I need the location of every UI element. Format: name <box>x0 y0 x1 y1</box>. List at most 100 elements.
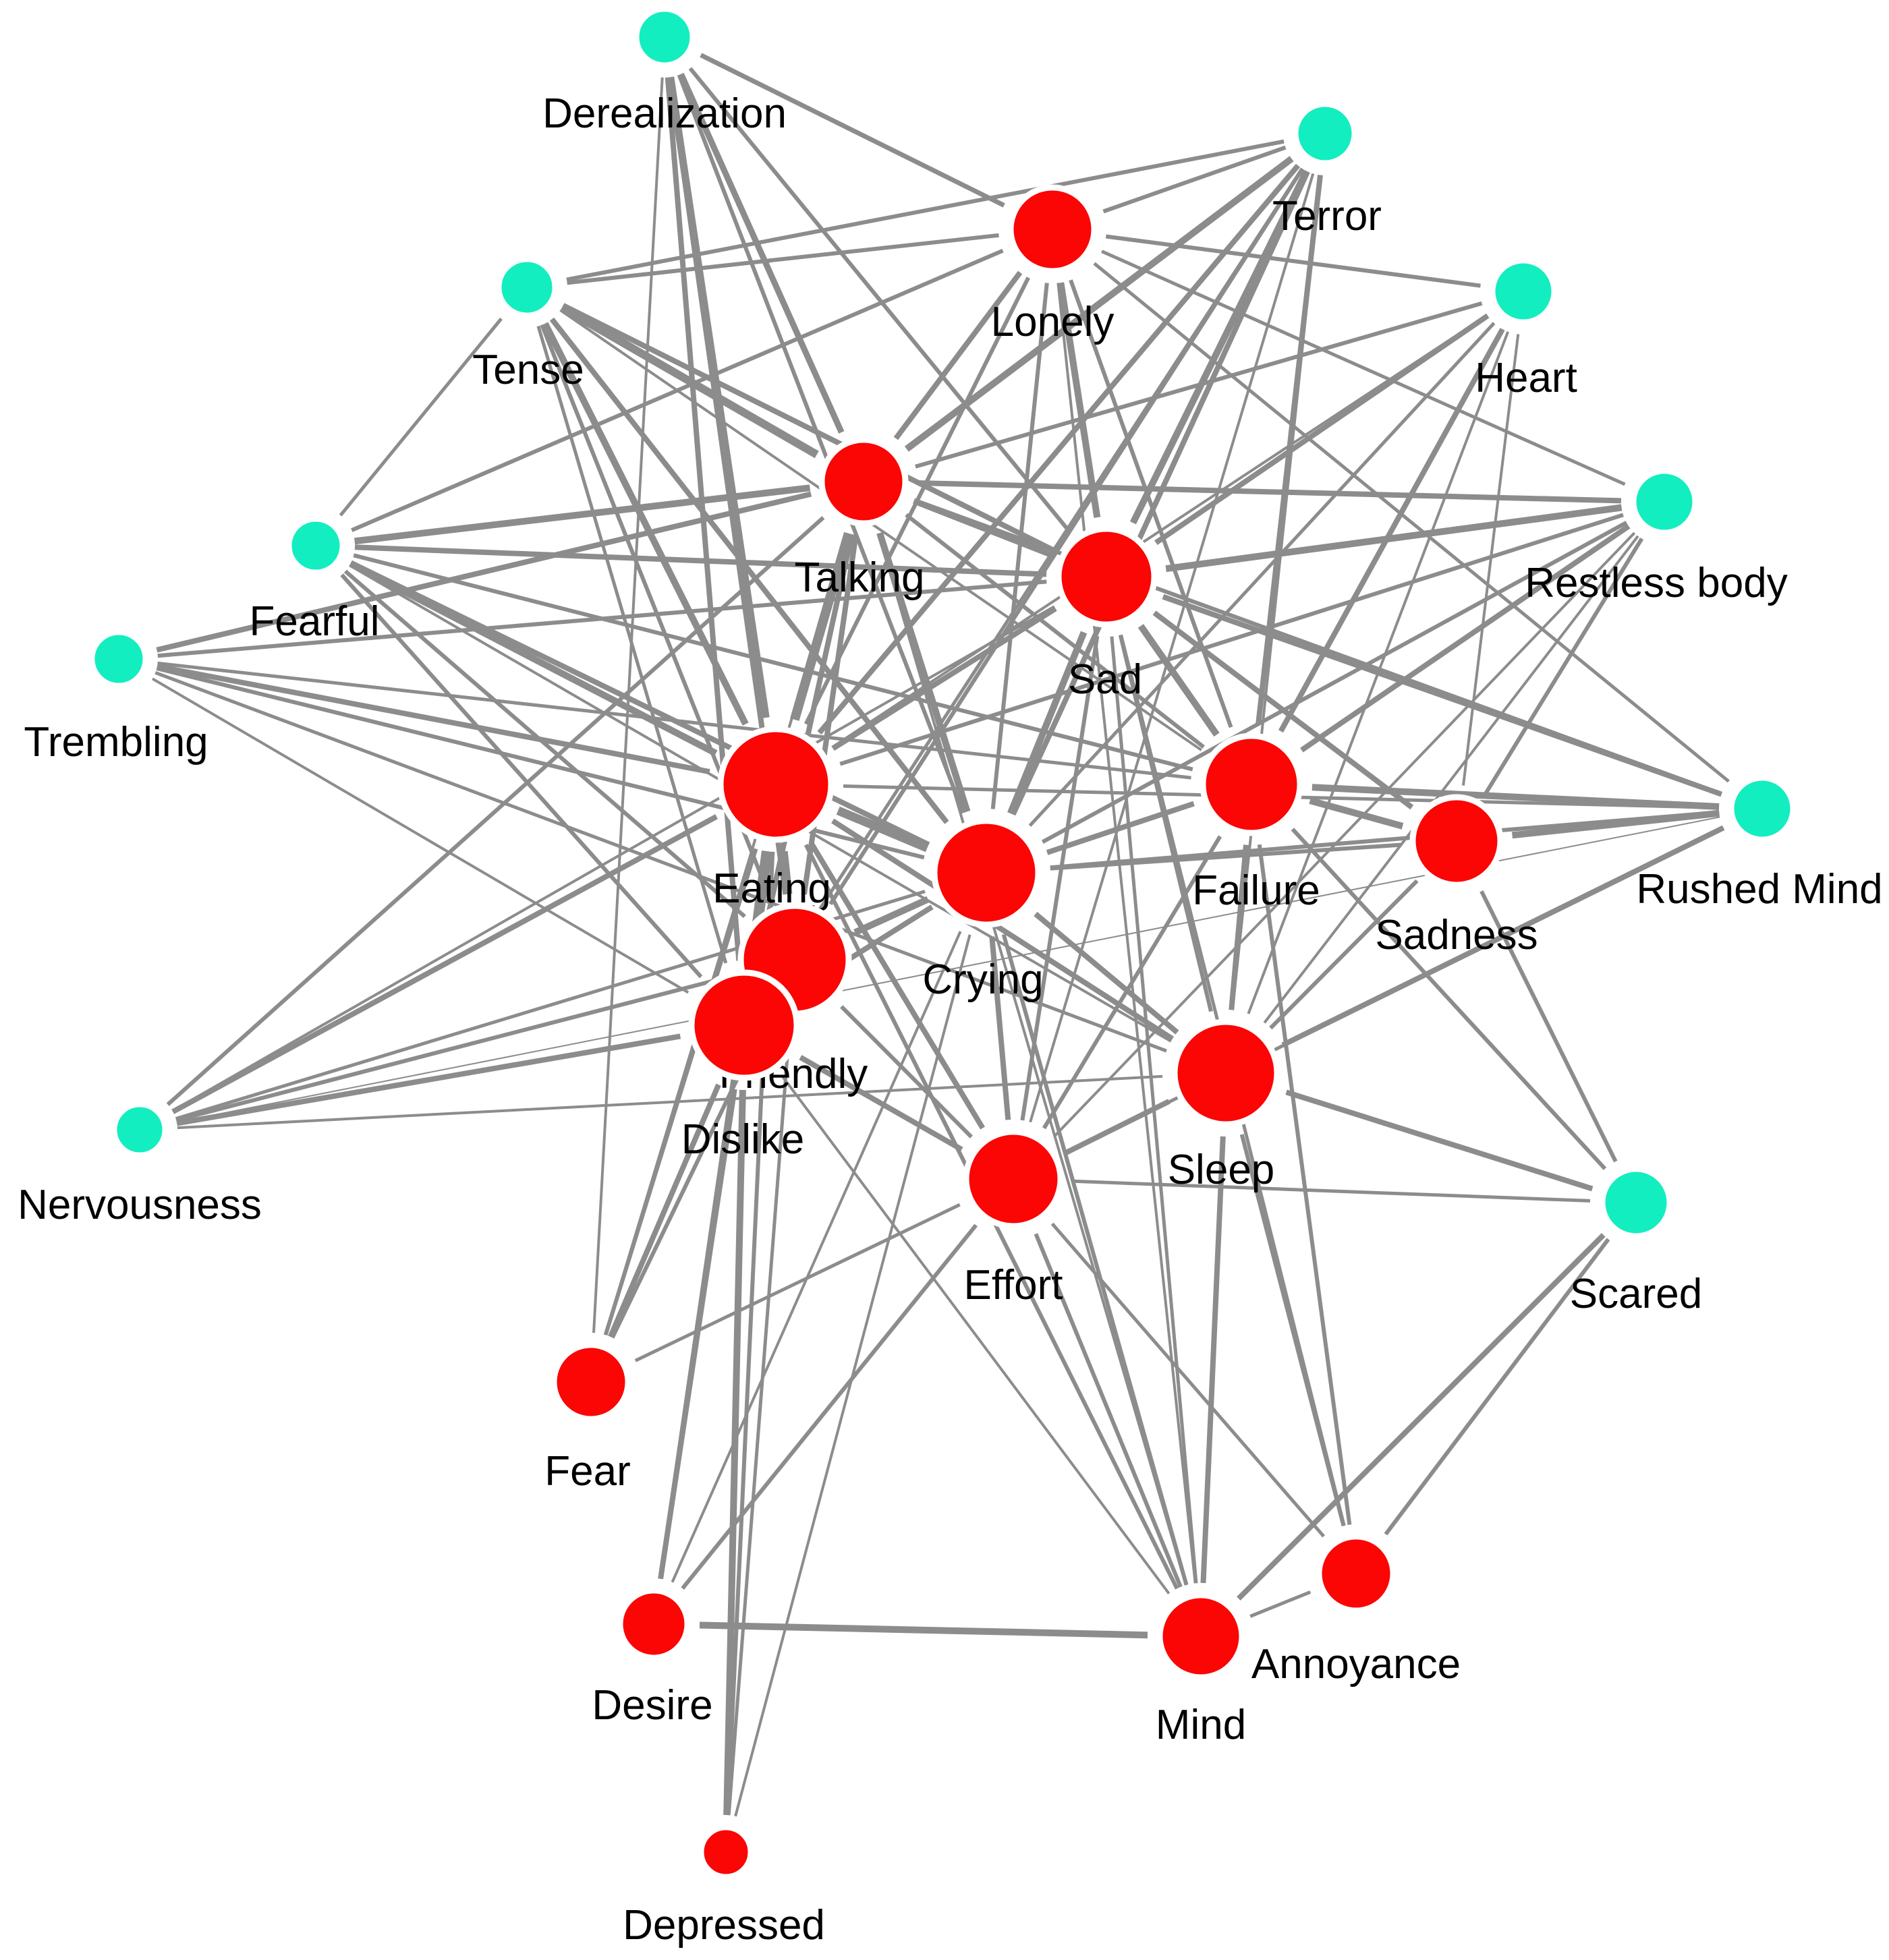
node-label-dep: Depressed <box>623 1902 825 1949</box>
edge-cry-fri <box>853 896 930 936</box>
edge-eat-eff <box>808 840 986 1130</box>
edge-sdn-cry <box>1050 842 1401 871</box>
edge-ner-dis <box>176 1033 681 1126</box>
node-min <box>1156 1592 1245 1681</box>
node-label-eat: Eating <box>712 865 831 912</box>
edge-res-fai <box>1300 523 1631 753</box>
node-cry <box>931 817 1042 928</box>
node-des <box>617 1587 691 1661</box>
node-group-ann: Annoyance <box>1251 1533 1461 1688</box>
node-label-hea: Heart <box>1475 355 1577 401</box>
edge-eff-min <box>1034 1233 1183 1588</box>
node-group-dep: Depressed <box>623 1824 825 1949</box>
edge-ter-sle <box>1231 175 1322 1010</box>
edge-ter-sad <box>1129 169 1310 525</box>
edge-sca-min <box>1237 1233 1606 1601</box>
node-ann <box>1316 1533 1397 1614</box>
edge-fai-ann <box>1257 844 1352 1525</box>
edge-eat-fer <box>603 848 758 1336</box>
node-group-sdn: Sadness <box>1375 794 1538 958</box>
edge-ten-tal <box>560 304 819 459</box>
node-label-ten: Tense <box>472 347 584 393</box>
node-label-lon: Lonely <box>991 299 1115 345</box>
edge-rus-fai <box>1312 784 1720 810</box>
node-sle <box>1171 1018 1280 1128</box>
edge-lon-min <box>1056 283 1197 1584</box>
edge-ter-eff <box>1029 173 1315 1123</box>
node-ter <box>1292 100 1358 167</box>
edge-lon-tal <box>893 270 1023 440</box>
edge-fai-sdn <box>1309 797 1404 830</box>
edge-fea-ten <box>339 317 503 517</box>
node-group-dis: Dislike <box>681 969 804 1163</box>
edge-ten-fai <box>559 309 1202 751</box>
edge-dis-dep <box>723 1089 746 1816</box>
edge-der-tal <box>678 72 845 434</box>
node-group-hea: Heart <box>1475 257 1577 401</box>
node-label-fai: Failure <box>1192 867 1320 914</box>
node-label-ner: Nervousness <box>18 1182 262 1228</box>
node-fea <box>285 515 346 576</box>
edge-ten-eat <box>542 322 749 726</box>
edge-tal-fri <box>801 534 859 895</box>
edge-ten-dis <box>536 325 728 964</box>
node-dis <box>688 969 800 1081</box>
node-label-sad: Sad <box>1068 656 1142 703</box>
node-res <box>1630 467 1699 536</box>
node-label-sca: Scared <box>1570 1271 1702 1317</box>
node-fer <box>551 1342 631 1422</box>
node-sdn <box>1409 794 1504 888</box>
edge-eat-fri <box>778 851 793 895</box>
node-label-tal: Talking <box>795 554 925 601</box>
node-label-eff: Effort <box>963 1262 1063 1308</box>
node-group-fai: Failure <box>1192 732 1320 914</box>
edge-fai-sle <box>1229 844 1249 1010</box>
node-label-der: Derealization <box>542 90 787 137</box>
edge-ter-tal <box>904 156 1294 452</box>
edge-res-cry <box>1041 521 1628 844</box>
edge-ten-sad <box>561 303 1054 552</box>
node-der <box>633 5 696 69</box>
node-label-ter: Terror <box>1272 193 1382 239</box>
edge-sdn-sle <box>1269 879 1419 1030</box>
edge-fea-sad <box>354 544 1047 577</box>
node-sad <box>1055 525 1158 628</box>
node-group-min: Mind <box>1156 1592 1246 1748</box>
edge-sca-ann <box>1384 1238 1610 1536</box>
node-group-eat: Eating <box>712 726 835 912</box>
edge-ter-eat <box>817 163 1301 735</box>
edge-ter-ten <box>566 139 1285 282</box>
node-ten <box>495 256 559 319</box>
edge-res-eff <box>1053 531 1636 1137</box>
edge-dis-fer <box>608 1083 721 1338</box>
edge-ner-sad <box>171 605 1055 1112</box>
edge-res-sle <box>1263 535 1639 1024</box>
edge-ner-tal <box>166 516 825 1106</box>
edge-res-sdn <box>1484 538 1644 795</box>
node-group-rus: Rushed Mind <box>1636 774 1883 913</box>
edge-sca-eff <box>1072 1179 1591 1203</box>
edge-ner-fri <box>175 974 731 1122</box>
node-label-sdn: Sadness <box>1375 912 1538 958</box>
node-rus <box>1728 774 1797 843</box>
edge-der-lon <box>700 53 1005 208</box>
edge-res-tal <box>917 480 1622 504</box>
edge-sle-ann <box>1239 1134 1346 1527</box>
node-group-sad: Sad <box>1055 525 1158 703</box>
node-label-fer: Fear <box>544 1448 630 1495</box>
edge-sca-sle <box>1285 1089 1594 1192</box>
node-hea <box>1489 257 1558 326</box>
node-label-rus: Rushed Mind <box>1636 866 1882 913</box>
edge-cry-eff <box>989 936 1011 1120</box>
edge-hea-fai <box>1278 328 1505 733</box>
edge-eff-fer <box>634 1203 961 1362</box>
edge-hea-sdn <box>1462 334 1520 786</box>
edge-tre-eat <box>157 663 710 775</box>
edge-eff-des <box>681 1223 978 1590</box>
edge-fai-cry <box>1046 801 1195 855</box>
edge-tal-sad <box>913 498 1052 558</box>
edge-cry-des <box>671 931 962 1583</box>
node-sca <box>1599 1165 1673 1240</box>
edge-sca-sdn <box>1479 890 1618 1163</box>
